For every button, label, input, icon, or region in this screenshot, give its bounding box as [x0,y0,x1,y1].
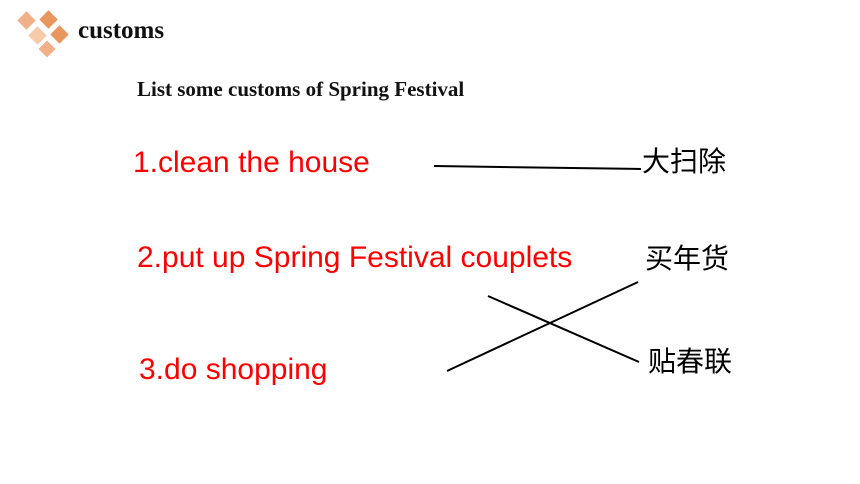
diamond-cluster-icon [17,10,69,58]
match-line-3 [446,281,639,372]
custom-item-3: 3.do shopping [139,353,328,386]
prompt-text: List some customs of Spring Festival [137,77,465,101]
match-line-2 [487,295,640,363]
match-line-1 [433,165,642,170]
logo-diamond-1 [17,11,36,30]
custom-item-1: 1.clean the house [133,146,370,179]
custom-item-2: 2.put up Spring Festival couplets [137,241,573,274]
answer-1: 大扫除 [642,145,727,178]
answer-3: 贴春联 [648,345,733,378]
answer-2: 买年货 [645,242,730,275]
page-title: customs [78,17,165,44]
